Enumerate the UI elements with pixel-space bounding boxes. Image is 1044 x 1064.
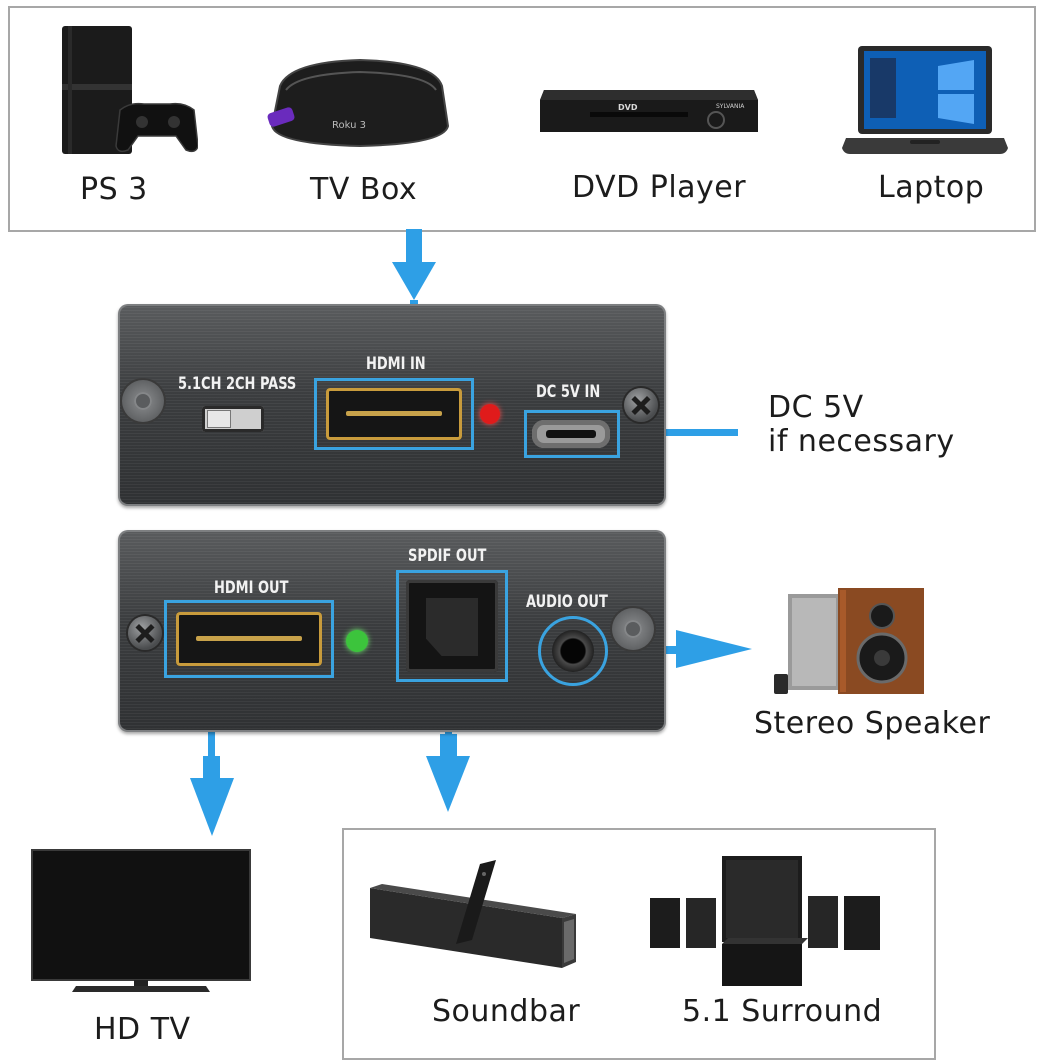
hdmi-out-highlight [164, 600, 334, 678]
power-note-line2: if necessary [768, 424, 955, 459]
hd-tv-icon [30, 848, 252, 1000]
hdmi-in-highlight [314, 378, 474, 450]
source-label-ps3: PS 3 [80, 172, 148, 207]
output-panel: HDMI OUT SPDIF OUT AUDIO OUT [118, 530, 666, 732]
dvd-player-icon: DVD SYLVANIA [538, 82, 760, 136]
spdif-optical-port[interactable] [406, 580, 498, 672]
input-panel: 5.1CH 2CH PASS HDMI IN DC 5V IN [118, 304, 666, 506]
arrow-into-hdmi-in [392, 262, 436, 300]
dest-label-hd-tv: HD TV [94, 1012, 191, 1047]
dc-in-highlight [524, 410, 620, 458]
dc-in-label: DC 5V IN [536, 382, 601, 402]
source-label-tv-box: TV Box [310, 172, 418, 207]
ps3-console-icon [58, 24, 199, 158]
arrow-to-stereo-speaker [676, 630, 752, 668]
hdmi-out-label: HDMI OUT [214, 578, 289, 598]
soundbar-icon [368, 858, 600, 970]
audio-jack-port[interactable] [552, 630, 594, 672]
dest-label-stereo-speaker: Stereo Speaker [754, 706, 991, 741]
switch-label: 5.1CH 2CH PASS [178, 374, 297, 394]
audio-out-label: AUDIO OUT [526, 592, 608, 612]
screw-right-top [624, 388, 658, 422]
screw-left-bottom [128, 616, 162, 650]
stereo-speaker-icon [770, 582, 928, 698]
nut-left-top [122, 380, 164, 422]
spdif-out-label: SPDIF OUT [408, 546, 487, 566]
source-label-dvd-player: DVD Player [572, 170, 747, 205]
tvbox-brand: Roku 3 [332, 120, 366, 131]
audio-out-highlight [538, 616, 608, 686]
source-label-laptop: Laptop [878, 170, 985, 205]
power-note-line1: DC 5V [768, 390, 864, 425]
dvd-brand: SYLVANIA [716, 103, 745, 110]
spdif-out-highlight [396, 570, 508, 682]
hdmi-in-label: HDMI IN [366, 354, 426, 374]
dest-label-soundbar: Soundbar [432, 994, 581, 1029]
mode-switch[interactable] [202, 406, 264, 432]
nut-right-bottom [612, 608, 654, 650]
dvd-logo: DVD [618, 103, 638, 112]
status-led [346, 630, 368, 652]
tv-box-icon: Roku 3 [266, 56, 454, 150]
dest-label-surround: 5.1 Surround [682, 994, 883, 1029]
dc-micro-usb-port[interactable] [532, 420, 610, 448]
power-led [480, 404, 500, 424]
hdmi-in-port[interactable] [326, 388, 462, 440]
arrow-to-soundbar-box [426, 756, 470, 812]
hdmi-out-port[interactable] [176, 612, 322, 666]
surround-speakers-icon [646, 852, 886, 990]
arrow-to-hd-tv [190, 778, 234, 836]
laptop-icon [842, 44, 1008, 156]
